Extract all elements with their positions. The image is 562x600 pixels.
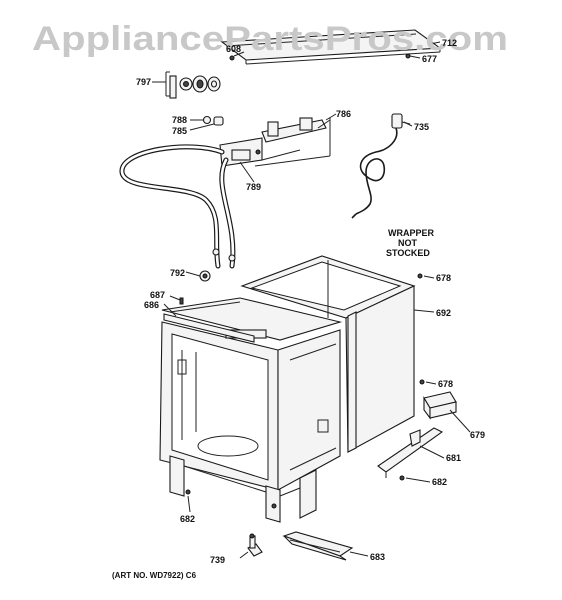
part-label-692: 692 — [436, 308, 451, 318]
wrapper-note-line-2: NOT — [398, 238, 418, 248]
part-label-792: 792 — [170, 268, 185, 278]
part-label-682-left: 682 — [180, 514, 195, 524]
hose-nut-part — [199, 270, 211, 282]
leveling-foot-part — [423, 391, 457, 420]
part-label-686: 686 — [144, 300, 159, 310]
part-label-712: 712 — [442, 38, 457, 48]
washer-and-fitting-part — [189, 115, 224, 131]
fill-valve-bracket-part — [219, 117, 331, 167]
part-label-678-upper: 678 — [436, 273, 451, 283]
tub-cabinet-part — [159, 297, 343, 523]
part-label-785: 785 — [172, 126, 187, 136]
part-label-789: 789 — [246, 182, 261, 192]
side-rail-part — [377, 427, 444, 481]
part-label-678-lower: 678 — [438, 379, 453, 389]
wrapper-part — [240, 255, 425, 453]
art-number-caption: (ART NO. WD7922) C6 — [112, 571, 197, 580]
fill-valve-assembly-part — [152, 71, 221, 99]
part-label-681: 681 — [446, 453, 461, 463]
wrapper-note-line-1: WRAPPER — [388, 228, 435, 238]
front-strip-part — [163, 297, 255, 343]
part-label-735: 735 — [414, 122, 429, 132]
part-label-788: 788 — [172, 115, 187, 125]
leveling-screw-part — [247, 533, 263, 557]
water-hose-part — [119, 144, 236, 269]
part-label-683: 683 — [370, 552, 385, 562]
part-label-687: 687 — [150, 290, 165, 300]
bottom-bracket-part — [282, 531, 354, 561]
watermark-text: AppliancePartsPros.com — [32, 20, 508, 58]
part-label-786: 786 — [336, 109, 351, 119]
wrapper-note-line-3: STOCKED — [386, 248, 430, 258]
part-label-679: 679 — [470, 430, 485, 440]
part-label-739: 739 — [210, 555, 225, 565]
power-cord-part — [351, 113, 411, 219]
part-label-608: 608 — [226, 44, 241, 54]
part-label-682-right: 682 — [432, 477, 447, 487]
leader-lines — [163, 41, 471, 559]
part-label-797: 797 — [136, 77, 151, 87]
part-label-677: 677 — [422, 54, 437, 64]
